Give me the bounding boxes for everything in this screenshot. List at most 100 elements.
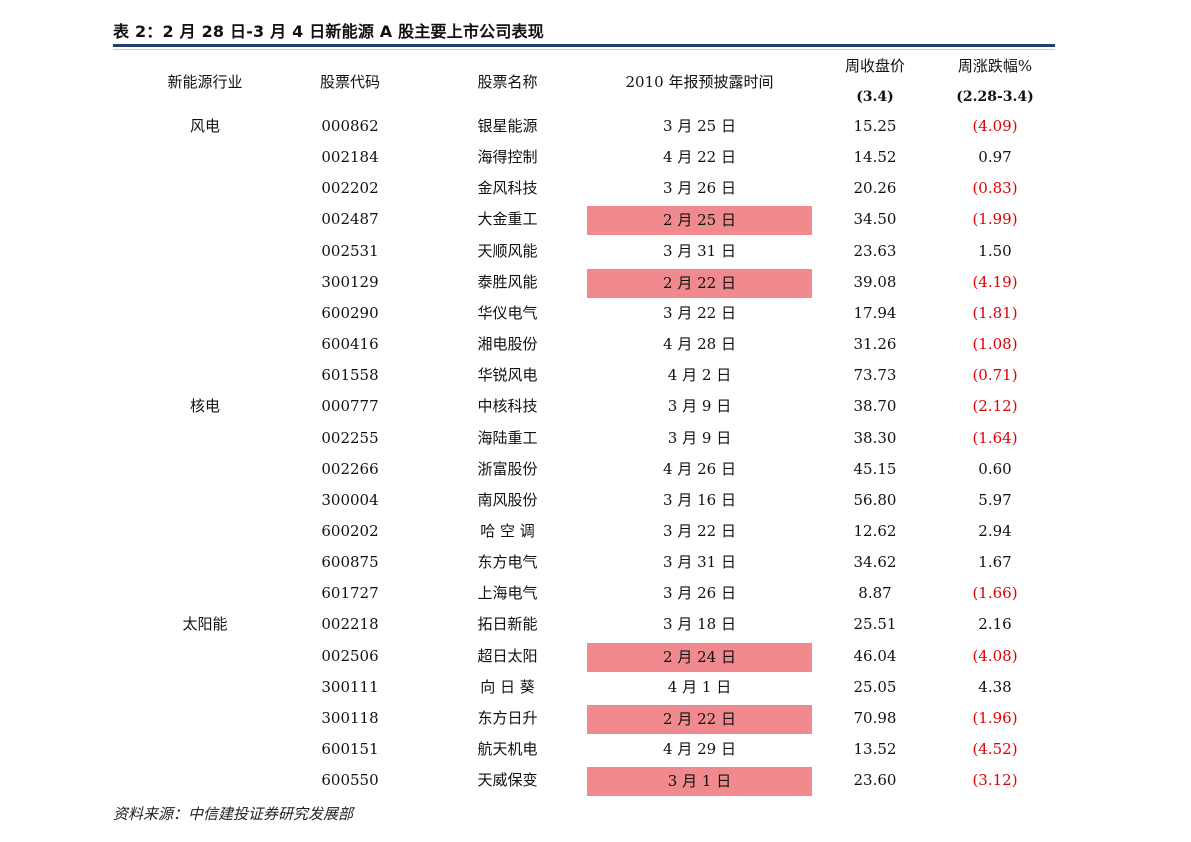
header-change: 周涨跌幅% (2.28-3.4): [940, 55, 1050, 105]
stock-code-cell: 601558: [321, 366, 379, 385]
stock-name-cell: 华锐风电: [477, 366, 538, 385]
stock-name-cell: 中核科技: [477, 397, 538, 416]
stock-code-cell: 300111: [321, 677, 379, 696]
table-row: 600202 哈 空 调 3 月 22 日 12.62 2.94: [0, 516, 1191, 547]
close-price-cell: 17.94: [853, 303, 897, 322]
close-price-cell: 70.98: [853, 708, 897, 727]
close-price-cell: 14.52: [853, 148, 897, 167]
header-code: 股票代码: [319, 73, 380, 91]
stock-name-cell: 泰胜风能: [477, 272, 538, 291]
disclosure-date-cell: 2 月 22 日: [587, 268, 812, 298]
stock-name-cell: 天顺风能: [477, 241, 538, 260]
stock-name-cell: 湘电股份: [477, 335, 538, 354]
weekly-change-cell: 2.94: [978, 521, 1012, 540]
industry-cell: [150, 485, 260, 516]
disclosure-date-cell: 3 月 31 日: [663, 241, 736, 260]
stock-name-cell: 天威保变: [477, 771, 538, 790]
stock-code-cell: 002184: [321, 148, 379, 167]
weekly-change-cell: 4.38: [978, 677, 1012, 696]
header-change-sub: (2.28-3.4): [956, 89, 1034, 105]
industry-cell: 太阳能: [182, 615, 228, 634]
weekly-change-cell: (1.96): [972, 708, 1018, 727]
disclosure-date-cell: 3 月 9 日: [667, 428, 732, 447]
close-price-cell: 46.04: [853, 646, 897, 665]
close-price-cell: 25.51: [853, 615, 897, 634]
stock-name-cell: 银星能源: [477, 117, 538, 135]
close-price-cell: 56.80: [853, 490, 897, 509]
stock-name-cell: 哈 空 调: [480, 521, 535, 540]
weekly-change-cell: (3.12): [972, 771, 1018, 790]
stock-code-cell: 600202: [321, 521, 379, 540]
disclosure-date-cell: 4 月 1 日: [667, 677, 732, 696]
header-date: 2010 年报预披露时间: [625, 73, 774, 91]
close-price-cell: 34.62: [853, 553, 897, 572]
stock-name-cell: 华仪电气: [477, 303, 538, 322]
stock-name-cell: 大金重工: [477, 210, 538, 229]
weekly-change-cell: (4.19): [972, 272, 1018, 291]
stock-code-cell: 600290: [321, 303, 379, 322]
stock-name-cell: 金风科技: [477, 179, 538, 198]
industry-cell: [150, 672, 260, 703]
stock-code-cell: 300129: [321, 272, 379, 291]
close-price-cell: 34.50: [853, 210, 897, 229]
weekly-change-cell: (1.66): [972, 584, 1018, 603]
weekly-change-cell: (2.12): [972, 397, 1018, 416]
stock-code-cell: 002487: [321, 210, 379, 229]
industry-cell: [150, 765, 260, 796]
close-price-cell: 38.70: [853, 397, 897, 416]
disclosure-date-cell: 3 月 25 日: [663, 117, 736, 135]
disclosure-date-cell: 3 月 26 日: [663, 179, 736, 198]
stock-name-cell: 拓日新能: [477, 615, 538, 634]
industry-cell: [150, 236, 260, 267]
weekly-change-cell: (4.52): [972, 740, 1018, 758]
stock-code-cell: 002266: [321, 459, 379, 478]
disclosure-date-cell: 4 月 28 日: [663, 335, 736, 354]
close-price-cell: 15.25: [853, 117, 897, 135]
stock-code-cell: 600875: [321, 553, 379, 572]
weekly-change-cell: (0.83): [972, 179, 1018, 198]
stock-name-cell: 向 日 葵: [480, 677, 535, 696]
disclosure-date-cell: 3 月 9 日: [667, 397, 732, 416]
stock-name-cell: 浙富股份: [477, 459, 538, 478]
header-price-sub: (3.4): [856, 89, 894, 105]
weekly-change-cell: (1.99): [972, 210, 1018, 229]
stock-code-cell: 002202: [321, 179, 379, 198]
industry-cell: [150, 578, 260, 609]
stock-code-cell: 002506: [321, 646, 379, 665]
industry-cell: [150, 142, 260, 173]
close-price-cell: 8.87: [858, 584, 892, 603]
disclosure-date-cell: 2 月 22 日: [587, 704, 812, 734]
weekly-change-cell: (1.08): [972, 335, 1018, 354]
stock-code-cell: 002531: [321, 241, 379, 260]
industry-cell: 风电: [189, 117, 220, 135]
stock-name-cell: 东方日升: [477, 708, 538, 727]
disclosure-date-cell: 3 月 22 日: [663, 521, 736, 540]
stock-code-cell: 600151: [321, 740, 379, 758]
disclosure-date-cell: 3 月 22 日: [663, 303, 736, 322]
stock-code-cell: 002218: [321, 615, 379, 634]
stock-code-cell: 300118: [321, 708, 379, 727]
close-price-cell: 73.73: [853, 366, 897, 385]
weekly-change-cell: (1.81): [972, 303, 1018, 322]
weekly-change-cell: 1.67: [978, 553, 1012, 572]
stock-code-cell: 600550: [321, 771, 379, 790]
stock-name-cell: 东方电气: [477, 553, 538, 572]
industry-cell: [150, 734, 260, 765]
header-price-label: 周收盘价: [844, 57, 905, 75]
disclosure-date-cell: 2 月 24 日: [587, 642, 812, 672]
industry-cell: [150, 454, 260, 485]
close-price-cell: 12.62: [853, 521, 897, 540]
stock-name-cell: 南风股份: [477, 490, 538, 509]
disclosure-date-cell: 4 月 22 日: [663, 148, 736, 167]
stock-name-cell: 超日太阳: [477, 646, 538, 665]
industry-cell: [150, 360, 260, 391]
